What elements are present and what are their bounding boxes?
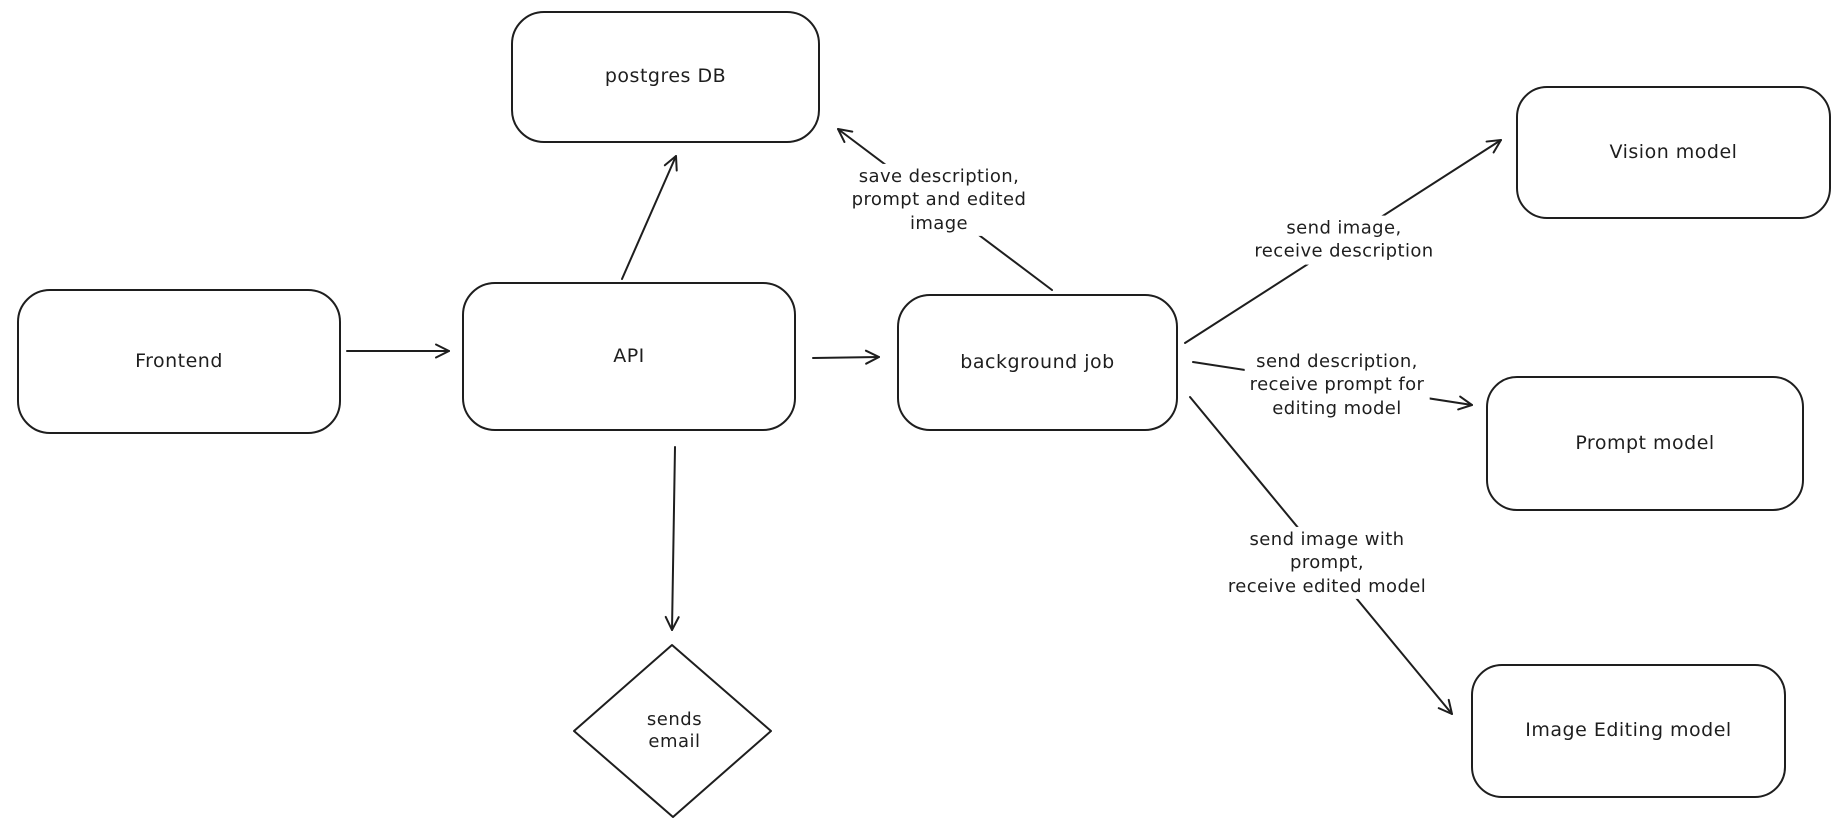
image-editing-model-node[interactable] [1471,664,1786,798]
prompt-model-node[interactable] [1486,376,1804,511]
edge-label-save-description: save description, prompt and edited imag… [846,163,1032,237]
edge-label-send-image: send image, receive description [1249,215,1439,265]
edge-label-send-image-with-prompt: send image with prompt, receive edited m… [1222,526,1432,600]
background-job-node[interactable] [897,294,1178,431]
api-node[interactable] [462,282,796,431]
arrow-api-to-sends-email[interactable] [664,446,680,631]
vision-model-node[interactable] [1516,86,1831,219]
frontend-node[interactable] [17,289,341,434]
sends-email-node[interactable] [573,644,772,818]
arrow-api-to-background-job[interactable] [812,349,880,365]
edge-label-send-description: send description, receive prompt for edi… [1244,348,1430,422]
arrow-api-to-postgres-db[interactable] [621,155,678,280]
postgres-db-node[interactable] [511,11,820,143]
